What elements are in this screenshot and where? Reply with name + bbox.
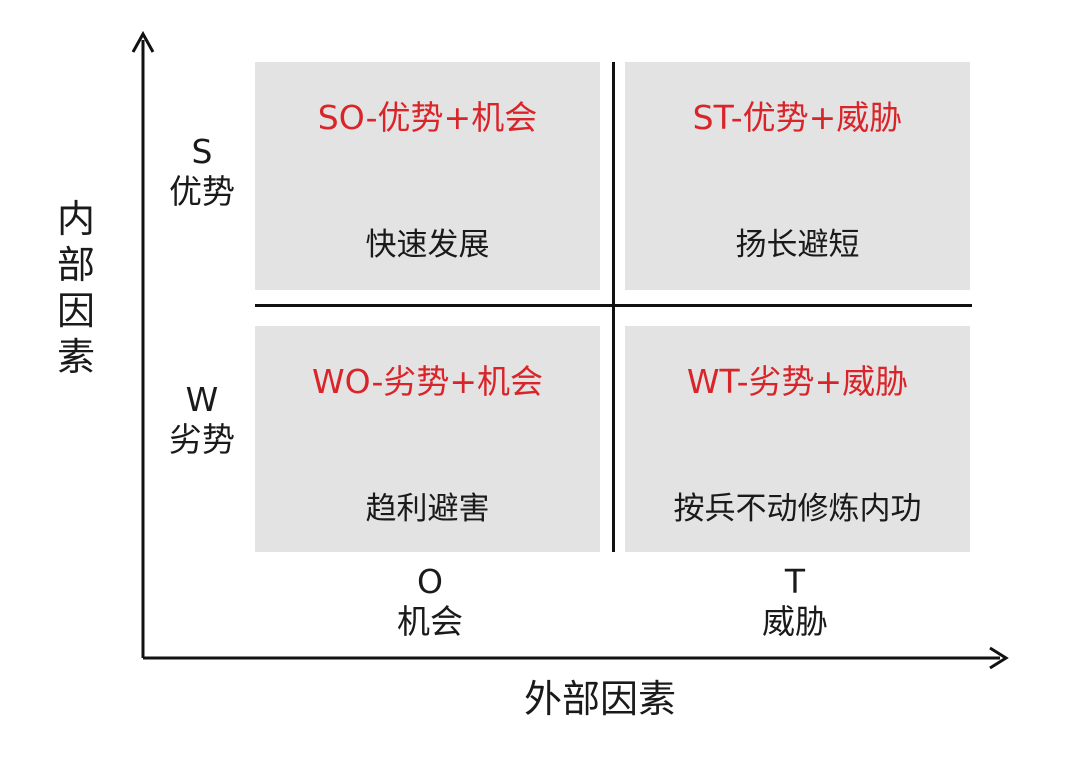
row-label-strengths: S 优势 (160, 132, 244, 212)
col-o-letter: O (417, 562, 443, 601)
row-label-weaknesses: W 劣势 (160, 380, 244, 460)
row-w-word: 劣势 (169, 420, 235, 459)
col-o-word: 机会 (397, 602, 463, 641)
vertical-divider (612, 62, 615, 552)
y-axis-arrowhead (131, 30, 155, 53)
quadrant-wo-desc: 趋利避害 (365, 491, 490, 527)
col-label-opportunities: O 机会 (370, 562, 490, 642)
row-s-word: 优势 (169, 172, 235, 211)
x-axis-arrowhead (989, 646, 1009, 670)
quadrant-wt: WT-劣势+威胁 按兵不动修炼内功 (625, 326, 970, 552)
quadrant-st: ST-优势+威胁 扬长避短 (625, 62, 970, 290)
col-label-threats: T 威胁 (735, 562, 855, 642)
quadrant-so-title: SO-优势+机会 (317, 98, 538, 137)
quadrant-st-title: ST-优势+威胁 (692, 98, 903, 137)
quadrant-so-desc: 快速发展 (365, 227, 490, 263)
quadrant-wt-title: WT-劣势+威胁 (686, 362, 909, 401)
row-w-letter: W (185, 380, 219, 419)
quadrant-so: SO-优势+机会 快速发展 (255, 62, 600, 290)
col-t-letter: T (784, 562, 806, 601)
row-s-letter: S (191, 132, 213, 171)
x-axis-title: 外部因素 (523, 677, 676, 721)
quadrant-wo-title: WO-劣势+机会 (311, 362, 544, 401)
quadrant-st-desc: 扬长避短 (735, 227, 860, 263)
quadrant-wt-desc: 按兵不动修炼内功 (673, 491, 922, 527)
col-t-word: 威胁 (762, 602, 828, 641)
quadrant-wo: WO-劣势+机会 趋利避害 (255, 326, 600, 552)
y-axis-title: 内部因素 (56, 197, 95, 379)
